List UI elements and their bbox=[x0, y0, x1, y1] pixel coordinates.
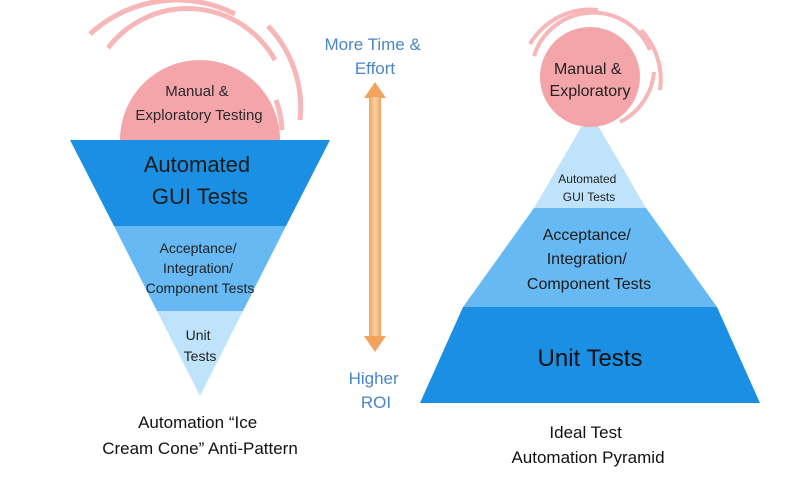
higher-roi-label: Higher ROI bbox=[349, 369, 404, 412]
pyramid-layer-unit bbox=[420, 307, 760, 403]
pyramid-top-rings bbox=[528, 7, 663, 124]
pyramid-unit-label: Unit Tests bbox=[538, 345, 643, 372]
cone-layer-acceptance bbox=[114, 226, 286, 311]
cone-caption: Automation “Ice Cream Cone” Anti-Pattern bbox=[102, 413, 298, 458]
pyramid-acceptance-label: Acceptance/ Integration/ Component Tests bbox=[527, 227, 651, 293]
scoop-rings bbox=[88, 0, 304, 131]
scoop-label: Manual & Exploratory Testing bbox=[135, 83, 262, 124]
cone-gui-label: Automated GUI Tests bbox=[144, 152, 257, 209]
pyramid-layer-gui bbox=[534, 112, 646, 208]
scoop-manual-exploratory bbox=[120, 60, 280, 140]
more-time-effort-label: More Time & Effort bbox=[324, 35, 425, 78]
pyramid-top-label: Manual & Exploratory bbox=[550, 61, 631, 100]
pyramid-top-manual-exploratory bbox=[540, 27, 640, 127]
pyramid-gui-label: Automated GUI Tests bbox=[558, 172, 619, 204]
cone-acceptance-label: Acceptance/ Integration/ Component Tests bbox=[146, 240, 255, 296]
double-arrow-icon bbox=[364, 82, 386, 352]
cone-unit-label: Unit Tests bbox=[184, 327, 217, 364]
cone-layer-gui bbox=[70, 140, 330, 226]
pyramid-layer-acceptance bbox=[463, 208, 717, 307]
ice-cream-cone: Manual & Exploratory Testing Automated G… bbox=[70, 0, 330, 458]
cone-layer-unit bbox=[157, 311, 243, 396]
test-pyramid: Manual & Exploratory Automated GUI Tests… bbox=[420, 7, 760, 467]
pyramid-caption: Ideal Test Automation Pyramid bbox=[511, 423, 664, 467]
effort-roi-axis: More Time & Effort Higher ROI bbox=[324, 35, 425, 412]
